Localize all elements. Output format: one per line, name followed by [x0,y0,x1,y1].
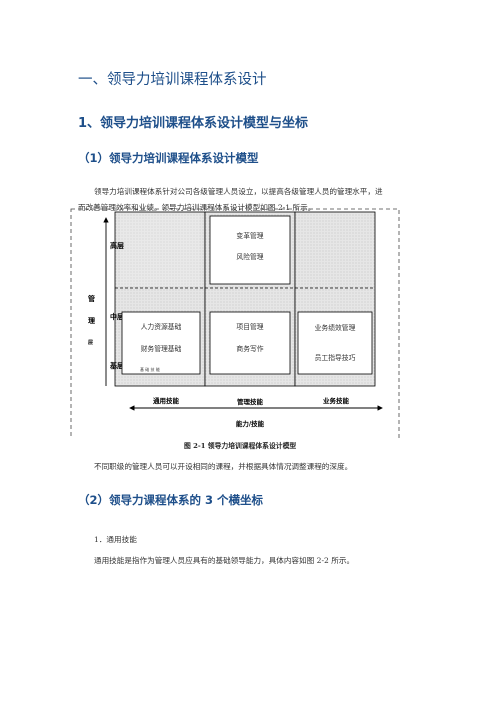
level-high-label: 高层 [110,241,124,250]
leadership-model-diagram: 高层 中层 基层 管 理 层 变革管理 风险管理 人力资源基础 财务管理基础 基… [70,208,400,440]
axis-label-business: 业务技能 [323,396,350,405]
left-course-box [121,311,201,375]
item-1-text: 通用技能是指作为管理人员应具有的基础领导能力，具体内容如图 2-2 所示。 [94,556,355,565]
vertical-label-2: 理 [88,316,95,325]
center-course-box [209,311,291,375]
top-course-box [209,215,291,285]
level-mid-label: 中层 [110,312,124,321]
top-box-line2: 风险管理 [236,252,263,261]
right-box-line2: 员工指导技巧 [315,353,356,362]
left-box-line2: 财务管理基础 [141,344,182,353]
intro-paragraph-line1: 领导力培训课程体系针对公司各级管理人员设立，以提高各级管理人员的管理水平，进 [94,187,383,196]
left-box-line1: 人力资源基础 [141,322,182,331]
vertical-label-3: 层 [87,339,93,346]
right-box-line1: 业务绩效管理 [315,323,356,332]
center-box-line2: 商务写作 [236,344,263,353]
left-box-small-note: 基 础 技 能 [140,366,160,372]
center-box-line1: 项目管理 [236,322,263,331]
figure-caption: 图 2-1 领导力培训课程体系设计模型 [184,442,297,450]
axis-label-general: 通用技能 [153,396,180,405]
level-base-label: 基层 [109,361,124,370]
axis-title: 能力/技能 [236,419,265,428]
top-box-line1: 变革管理 [236,231,263,240]
subsection-heading-model: （1）领导力培训课程体系设计模型 [78,151,259,165]
axis-label-management: 管理技能 [237,397,264,406]
section-heading-1: 一、领导力培训课程体系设计 [78,72,267,88]
after-figure-paragraph: 不同职级的管理人员可以开设相同的课程，并根据具体情况调整课程的深度。 [94,462,353,471]
section-heading-2: 1、领导力培训课程体系设计模型与坐标 [78,116,309,131]
right-course-box [297,311,373,375]
vertical-label-1: 管 [88,294,95,303]
subsection-heading-axes: （2）领导力课程体系的 3 个横坐标 [78,493,264,507]
intro-paragraph-line2: 而改善管理效率和业绩。领导力培训课程体系设计模型如图 2-1 所示。 [78,203,316,212]
item-1-title: 1．通用技能 [94,535,137,544]
